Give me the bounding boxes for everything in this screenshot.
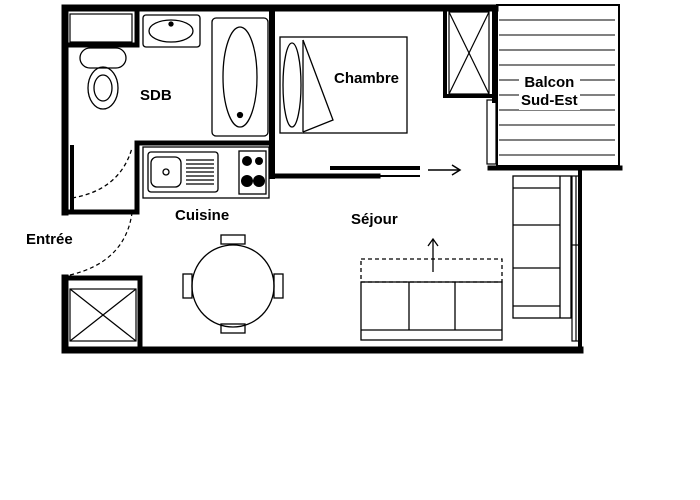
label-balcon-line1: Balcon <box>524 74 575 91</box>
label-sejour: Séjour <box>351 211 398 228</box>
label-entree: Entrée <box>26 231 73 248</box>
side-sofa <box>512 175 572 319</box>
balcony <box>486 4 620 167</box>
kitchen-hob-burners <box>241 156 265 187</box>
walls <box>61 4 623 354</box>
bathroom-fixtures <box>70 14 269 210</box>
label-sdb: SDB <box>140 87 172 104</box>
bed <box>279 36 408 134</box>
label-balcon-line2: Sud-Est <box>521 92 578 109</box>
wardrobe-chambre <box>448 11 490 95</box>
storage-top-left <box>69 13 133 43</box>
label-chambre: Chambre <box>334 70 400 87</box>
entry-closet <box>69 288 137 342</box>
dining-table <box>182 234 284 334</box>
sliding-door <box>330 164 462 177</box>
sofa-bed <box>360 237 503 341</box>
label-cuisine: Cuisine <box>175 207 230 224</box>
window-sejour <box>571 175 582 342</box>
entry-door-swing <box>69 212 133 276</box>
label-balcon: Balcon Sud-Est <box>519 74 580 110</box>
kitchen-counter <box>142 146 270 199</box>
